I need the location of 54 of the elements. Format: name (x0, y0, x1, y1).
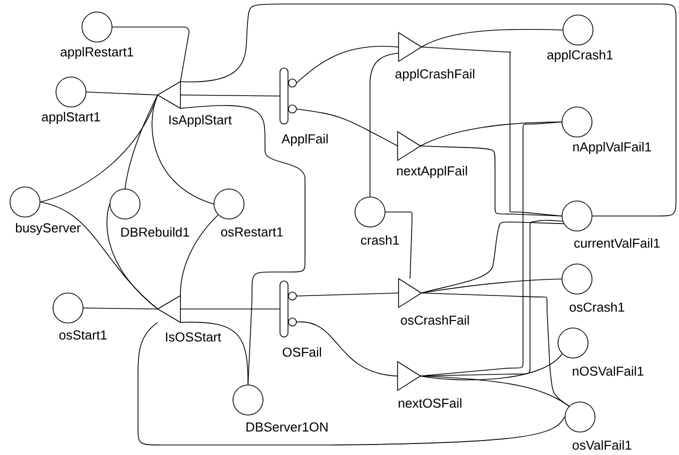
arc-line (86, 92, 158, 96)
node-label: IsOSStart (166, 332, 222, 342)
arc-line (180, 322, 248, 385)
arc-line (421, 222, 564, 294)
node-label: OSFail (282, 347, 322, 357)
node-label: osValFail1 (572, 440, 632, 450)
arc-line (420, 376, 570, 407)
node-label: osCrash1 (570, 302, 624, 312)
arc-line (420, 354, 563, 380)
arc-line (296, 292, 399, 296)
arc-line (296, 108, 398, 146)
gate-triangle: nextApplFail (397, 130, 467, 178)
arc-line (421, 278, 562, 294)
gate-triangle: nextOSFail (397, 360, 462, 408)
node-label: nApplValFail1 (573, 142, 651, 154)
arc-line (124, 94, 158, 189)
node-label: nOSValFail1 (572, 366, 644, 376)
node-label: ApplFail (282, 134, 328, 146)
node-label: DBRebuild1 (121, 227, 190, 237)
node-label: applStart1 (42, 112, 100, 124)
node-label: crash1 (361, 235, 399, 245)
gate-triangle: osCrashFail (398, 278, 469, 325)
arc-line (180, 214, 219, 296)
arc-line (296, 46, 399, 84)
arc-line (180, 94, 280, 96)
arc-line (106, 204, 158, 310)
arc-line (83, 308, 158, 310)
node-label: applCrashFail (395, 68, 474, 82)
arc-line (180, 308, 280, 310)
node-label: nextOSFail (398, 398, 462, 408)
node-label: osStart1 (59, 330, 107, 340)
gate-triangle: applCrashFail (395, 32, 474, 82)
node-label: DBServer1ON (246, 422, 328, 432)
node-label: applRestart1 (60, 46, 134, 60)
node-label: busyServer (16, 222, 81, 236)
arc-line (112, 26, 190, 82)
node-label: osCrashFail (400, 315, 469, 325)
arc-line (152, 94, 214, 204)
arc-line (296, 322, 398, 376)
arc-line (385, 212, 412, 279)
arc-line (421, 28, 563, 48)
activity-bar: ApplFail (280, 68, 328, 146)
arc-line (420, 146, 562, 216)
arc-line (420, 122, 562, 146)
node-label: osRestart1 (221, 227, 283, 237)
arc-line (370, 52, 399, 197)
node-label: applCrash1 (547, 50, 613, 62)
node-label: IsApplStart (169, 114, 232, 128)
activity-bar: OSFail (280, 280, 321, 357)
node-label: nextApplFail (397, 166, 467, 178)
node-label: currentValFail1 (574, 238, 660, 248)
arc-line (138, 322, 565, 446)
arc-line (180, 4, 676, 216)
arc-line (421, 292, 570, 407)
